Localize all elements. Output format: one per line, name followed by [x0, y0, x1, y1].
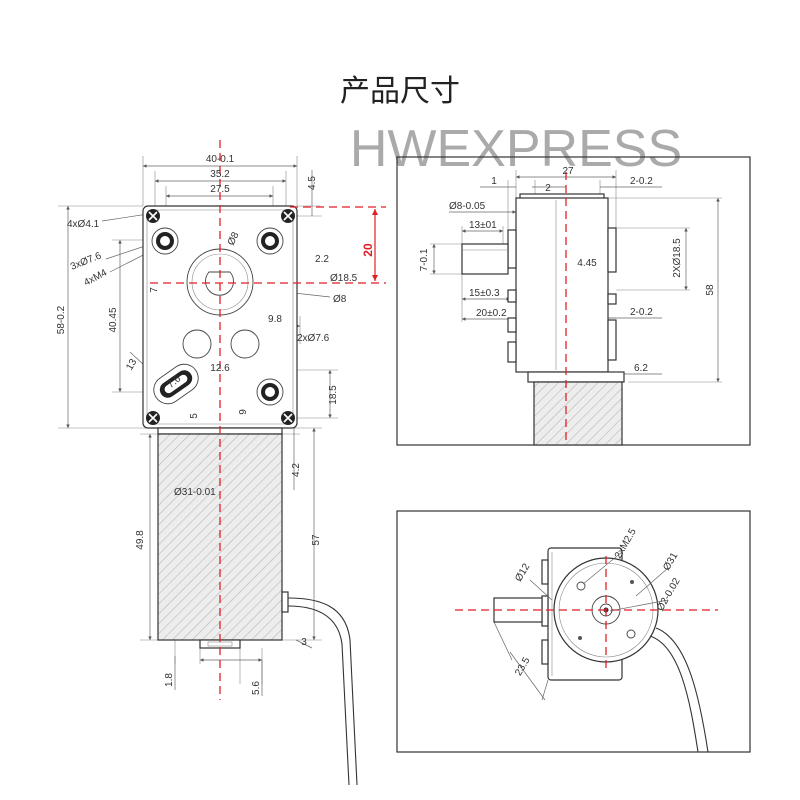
side-hole [230, 329, 260, 359]
dim-shaft-center-offset: 20 [361, 243, 375, 257]
gearbox-right-tab [607, 293, 617, 305]
dim-bottom-hole-offset: 18.5 [328, 385, 339, 405]
end-view-frame [396, 510, 751, 753]
page-title: 产品尺寸 [340, 74, 460, 109]
gearbox-end-tab [541, 559, 549, 585]
dim-gearbox-depth: 27 [562, 166, 574, 177]
label-threaded-holes: 4xM4 [82, 267, 109, 288]
dim-flange-2: 2 [545, 183, 551, 194]
dim-motor-length: 49.8 [135, 530, 146, 550]
gearbox-left-tab [507, 341, 517, 363]
side-hole [182, 329, 212, 359]
dim-height-side: 58 [705, 284, 716, 296]
dim-motor-total-length: 57 [311, 534, 322, 546]
label-boss-diameter: Ø18.5 [330, 273, 358, 284]
motor-wire [287, 605, 350, 786]
dim-overall-height: 58-0.2 [56, 305, 67, 334]
mount-hole [256, 227, 284, 255]
dim-shaft-total-2: 20±0.2 [476, 308, 507, 319]
motor-body-side [533, 381, 623, 446]
label-shaft-diameter: Ø8 [333, 294, 347, 305]
gearbox-side-body [515, 197, 609, 373]
wire-connector [281, 591, 289, 613]
label-shaft-diameter-side: Ø8-0.05 [449, 201, 486, 212]
label-shaft-diameter-top: Ø8 [226, 230, 242, 247]
end-wire [649, 635, 699, 753]
dim-end-offset: 23.5 [513, 655, 532, 678]
dim-overall-width: 40-0.1 [206, 154, 235, 165]
corner-screw [146, 411, 160, 425]
end-view: 2xM2.5 Ø12 Ø31 Ø2-0.02 23.5 [396, 510, 751, 753]
dim-shaft-length: 13±01 [469, 220, 497, 231]
screw-hole [576, 581, 586, 591]
corner-screw [146, 209, 160, 223]
vent-dot [578, 636, 582, 640]
mount-hole [151, 227, 179, 255]
side-view: 27 1 2 2-0.2 Ø8-0.05 13±01 7-0.1 4.45 2X… [396, 156, 751, 446]
label-side-holes: 2xØ7.6 [297, 333, 330, 344]
label-motor-diameter: Ø31-0.01 [174, 487, 216, 498]
dim-motor-offset: 6.2 [634, 363, 648, 374]
gearbox-right-tab [607, 227, 617, 273]
label-screws: 2xM2.5 [613, 526, 639, 560]
dim-inner-hole-spacing: 27.5 [210, 184, 230, 195]
dim-offset-5: 5 [189, 413, 200, 419]
vent-dot [630, 580, 634, 584]
dim-side-hole-offset: 12.6 [210, 363, 230, 374]
gearbox-right-tab [607, 319, 617, 361]
dim-flange-1: 1 [491, 176, 497, 187]
mount-hole [256, 378, 284, 406]
dim-shaft-total: 15±0.3 [469, 288, 500, 299]
dim-center-offset: 4.45 [577, 258, 597, 269]
end-wire [655, 627, 709, 753]
screw-hole [626, 629, 636, 639]
dim-tab-top: 2-0.2 [630, 176, 653, 187]
label-center-pin: Ø2-0.02 [655, 576, 683, 613]
label-shaft-boss: Ø12 [513, 561, 532, 583]
dim-shaft-flat-side: 7-0.1 [419, 248, 430, 271]
dim-motor-gap: 4.2 [291, 463, 302, 477]
watermark: HWEXPRESS [350, 120, 682, 178]
label-boss-side: 2XØ18.5 [672, 238, 683, 278]
label-corner-holes: 4xØ4.1 [67, 219, 100, 230]
dim-side-hole-spacing: 9.8 [268, 314, 282, 325]
gearbox-left-tab [507, 289, 517, 303]
dim-nub-offset: 5.6 [251, 681, 262, 695]
motor-collar-side [527, 371, 625, 383]
dim-slot-length: 13 [124, 357, 139, 373]
output-shaft-side [461, 243, 509, 275]
label-motor-diameter-end: Ø31 [661, 550, 680, 572]
motor-wire [287, 597, 358, 786]
gearbox-left-tab [507, 229, 517, 269]
mounting-slot [153, 363, 199, 405]
corner-screw [281, 411, 295, 425]
gearbox-end-tab [541, 639, 549, 665]
dim-nub-height: 1.8 [164, 673, 175, 687]
dim-outer-hole-spacing: 35.2 [210, 169, 230, 180]
dim-top-offset: 4.5 [307, 176, 318, 190]
gearbox-end-tab [541, 595, 549, 627]
dim-tab-bottom: 2-0.2 [630, 307, 653, 318]
front-view: 40-0.1 35.2 27.5 4.5 4xØ4.1 3xØ7.6 4xM4 … [56, 140, 386, 786]
dim-hole-vertical-spacing: 40.45 [108, 307, 119, 332]
end-leader-lines [493, 551, 669, 701]
dim-offset-9: 9 [238, 409, 249, 415]
gearbox-left-tab [507, 317, 517, 333]
dim-shaft-flat-width: 7 [149, 287, 160, 293]
dim-shaft-flat: 2.2 [315, 254, 329, 265]
dim-cap-offset: 3 [301, 637, 307, 648]
output-shaft [205, 271, 234, 296]
corner-screw [281, 209, 295, 223]
